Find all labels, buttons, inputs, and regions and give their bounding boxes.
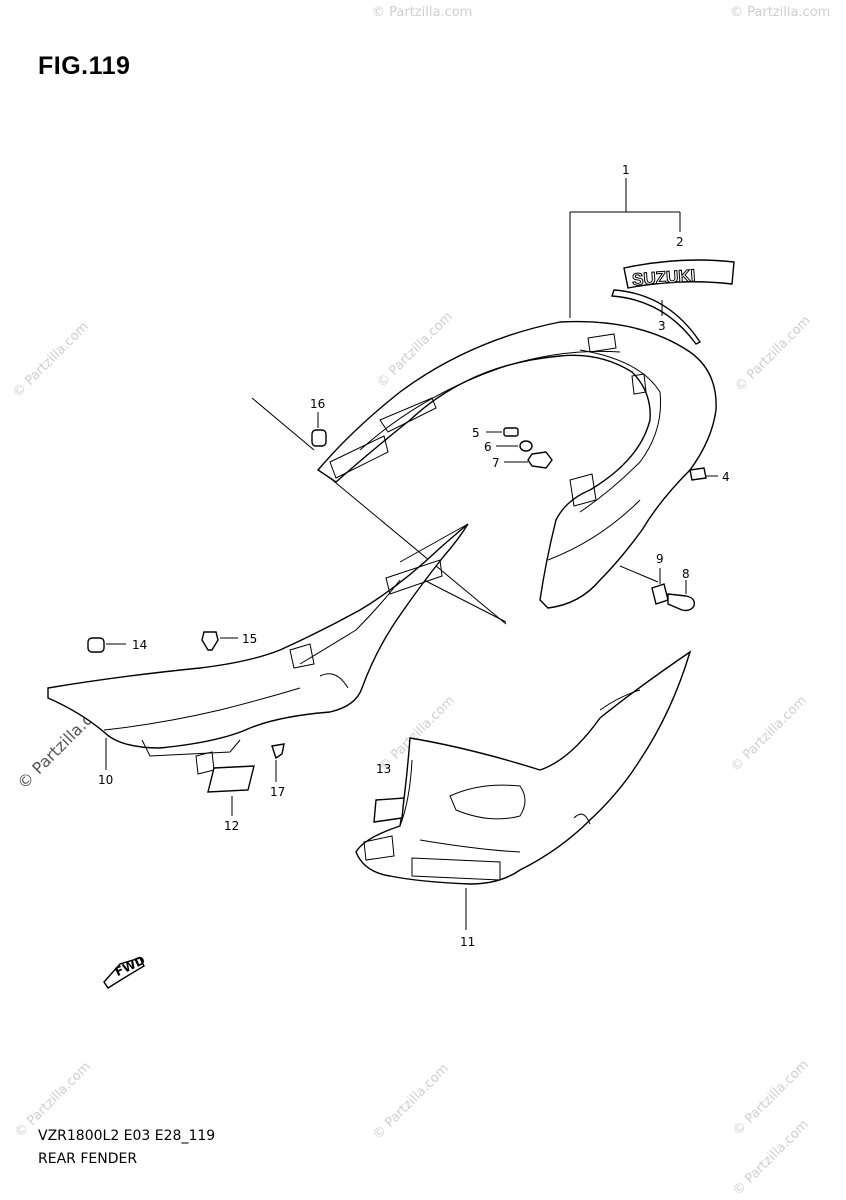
part-4-clip	[689, 467, 718, 481]
diagonal-leaders	[251, 397, 659, 625]
callout-5: 5	[472, 426, 480, 440]
fwd-arrow: FWD	[103, 953, 147, 989]
callout-12: 12	[224, 819, 239, 833]
watermark: © Partzilla.com	[370, 1061, 452, 1143]
parts-5-6-7-fasteners	[486, 427, 553, 469]
part-3-trim-strip	[611, 289, 702, 345]
section-name: REAR FENDER	[38, 1151, 138, 1167]
callout-14: 14	[132, 638, 147, 652]
callout-3: 3	[658, 319, 666, 333]
callout-11: 11	[460, 935, 475, 949]
callout-4: 4	[722, 470, 730, 484]
callout-17: 17	[270, 785, 285, 799]
part-15-rivet	[201, 631, 238, 651]
callout-10: 10	[98, 773, 113, 787]
part-13-pad	[373, 797, 405, 823]
callout-1-leader	[569, 178, 681, 318]
callout-16: 16	[310, 397, 325, 411]
callout-8: 8	[682, 567, 690, 581]
callout-9: 9	[656, 552, 664, 566]
watermarks: © Partzilla.com © Partzilla.com © Partzi…	[10, 5, 830, 1199]
part-17-screw	[271, 743, 285, 782]
part-1-rear-cover	[316, 320, 717, 609]
part-12-pad	[207, 765, 255, 816]
emblem-text: SUZUKI	[631, 266, 695, 289]
part-10-rear-fender	[47, 523, 469, 775]
callout-6: 6	[484, 440, 492, 454]
part-14-grommet	[87, 637, 126, 653]
callout-1: 1	[622, 163, 630, 177]
figure-title: FIG.119	[38, 52, 131, 80]
callout-2: 2	[676, 235, 684, 249]
watermark: © Partzilla.com	[732, 313, 814, 395]
callout-labels: 1 2 3 4 5 6 7 8 9 10 11 12 13 14 15 16 1…	[98, 163, 730, 949]
callout-13: 13	[376, 762, 391, 776]
watermark: © Partzilla.com	[372, 5, 472, 20]
watermark: © Partzilla.com	[10, 319, 92, 401]
callout-15: 15	[242, 632, 257, 646]
callout-7: 7	[492, 456, 500, 470]
watermark: © Partzilla.com	[730, 5, 830, 20]
part-2-emblem: SUZUKI	[623, 259, 735, 290]
watermark: © Partzilla.com	[728, 693, 810, 775]
model-code: VZR1800L2 E03 E28_119	[38, 1128, 216, 1144]
part-11-lower-cover	[355, 650, 692, 930]
part-16-grommet	[311, 412, 327, 447]
parts-8-9-bolt	[651, 568, 696, 612]
